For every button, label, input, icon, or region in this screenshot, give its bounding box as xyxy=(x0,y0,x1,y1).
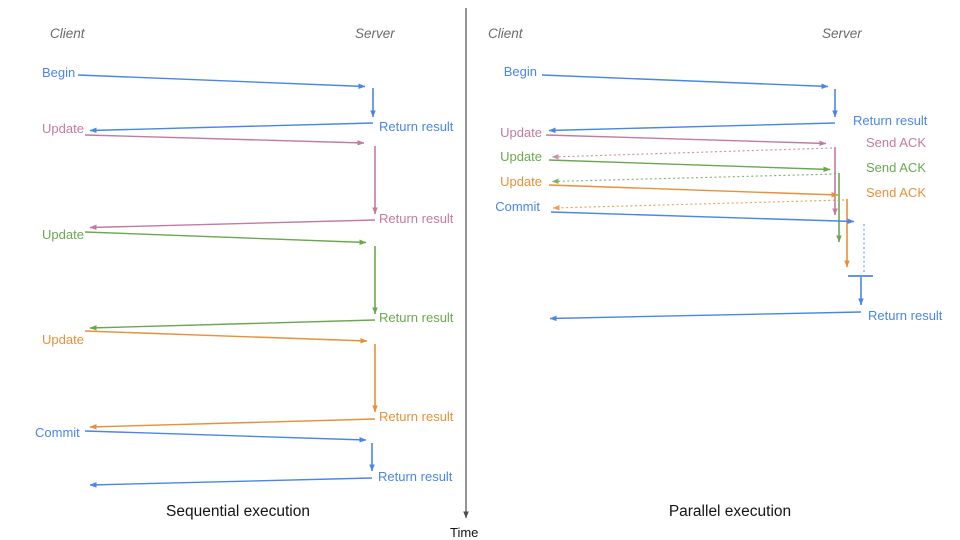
right-update1-ack-label: Send ACK xyxy=(866,135,926,150)
right-panel: Client Server Begin Return result Update… xyxy=(488,26,943,520)
left-update2-request-line xyxy=(84,231,367,246)
right-update2-request-line xyxy=(548,159,831,173)
right-row-update2: Update Send ACK xyxy=(500,149,926,243)
left-update2-label: Update xyxy=(42,227,84,242)
right-update1-label: Update xyxy=(500,125,542,140)
left-panel: Client Server Begin Return result Update… xyxy=(35,26,454,520)
left-begin-request-line xyxy=(77,74,366,90)
left-update1-request-line xyxy=(84,134,365,146)
right-caption: Parallel execution xyxy=(669,503,791,520)
left-row-update2: Update Return result xyxy=(42,227,454,331)
right-commit-request-line xyxy=(550,211,855,225)
right-begin-label: Begin xyxy=(504,64,537,79)
left-begin-response-label: Return result xyxy=(379,119,454,134)
right-row-commit: Commit Return result xyxy=(495,199,943,323)
left-update2-response-line xyxy=(89,319,376,331)
right-update3-ack-line xyxy=(552,199,845,211)
right-row-update3: Update Send ACK xyxy=(500,174,926,268)
right-client-header: Client xyxy=(488,26,524,41)
left-commit-label: Commit xyxy=(35,425,80,440)
right-update1-ack-line xyxy=(551,147,833,160)
left-client-header: Client xyxy=(50,26,86,41)
left-update3-label: Update xyxy=(42,332,84,347)
right-update3-label: Update xyxy=(500,174,542,189)
right-update2-label: Update xyxy=(500,149,542,164)
right-update2-ack-line xyxy=(551,173,837,185)
right-update3-request-line xyxy=(548,184,839,198)
left-update3-response-label: Return result xyxy=(379,409,454,424)
right-row-begin: Begin Return result xyxy=(504,64,928,134)
left-commit-response-line xyxy=(89,477,373,488)
right-update1-request-line xyxy=(545,134,827,147)
right-server-header: Server xyxy=(822,26,862,41)
left-update3-request-line xyxy=(84,330,368,344)
left-commit-response-label: Return result xyxy=(378,469,453,484)
time-axis-label: Time xyxy=(450,525,478,540)
left-caption: Sequential execution xyxy=(166,503,310,520)
left-row-update1: Update Return result xyxy=(42,121,454,231)
left-update1-response-line xyxy=(89,219,376,231)
right-row-update1: Update Send ACK xyxy=(500,125,926,216)
time-axis: Time xyxy=(450,8,478,540)
right-commit-label: Commit xyxy=(495,199,540,214)
left-update2-response-label: Return result xyxy=(379,310,454,325)
left-update3-response-line xyxy=(89,418,376,430)
right-commit-response-label: Return result xyxy=(868,308,943,323)
right-begin-request-line xyxy=(541,74,829,90)
left-begin-response-line xyxy=(89,122,374,134)
left-row-begin: Begin Return result xyxy=(42,65,454,134)
right-commit-response-line xyxy=(549,311,862,322)
left-begin-label: Begin xyxy=(42,65,75,80)
left-row-commit: Commit Return result xyxy=(35,425,453,488)
left-row-update3: Update Return result xyxy=(42,330,454,430)
left-server-header: Server xyxy=(355,26,395,41)
right-begin-response-label: Return result xyxy=(853,113,928,128)
right-update3-ack-label: Send ACK xyxy=(866,185,926,200)
left-update1-label: Update xyxy=(42,121,84,136)
right-begin-response-line xyxy=(548,122,836,134)
left-commit-request-line xyxy=(84,430,367,443)
right-update2-ack-label: Send ACK xyxy=(866,160,926,175)
left-update1-response-label: Return result xyxy=(379,211,454,226)
